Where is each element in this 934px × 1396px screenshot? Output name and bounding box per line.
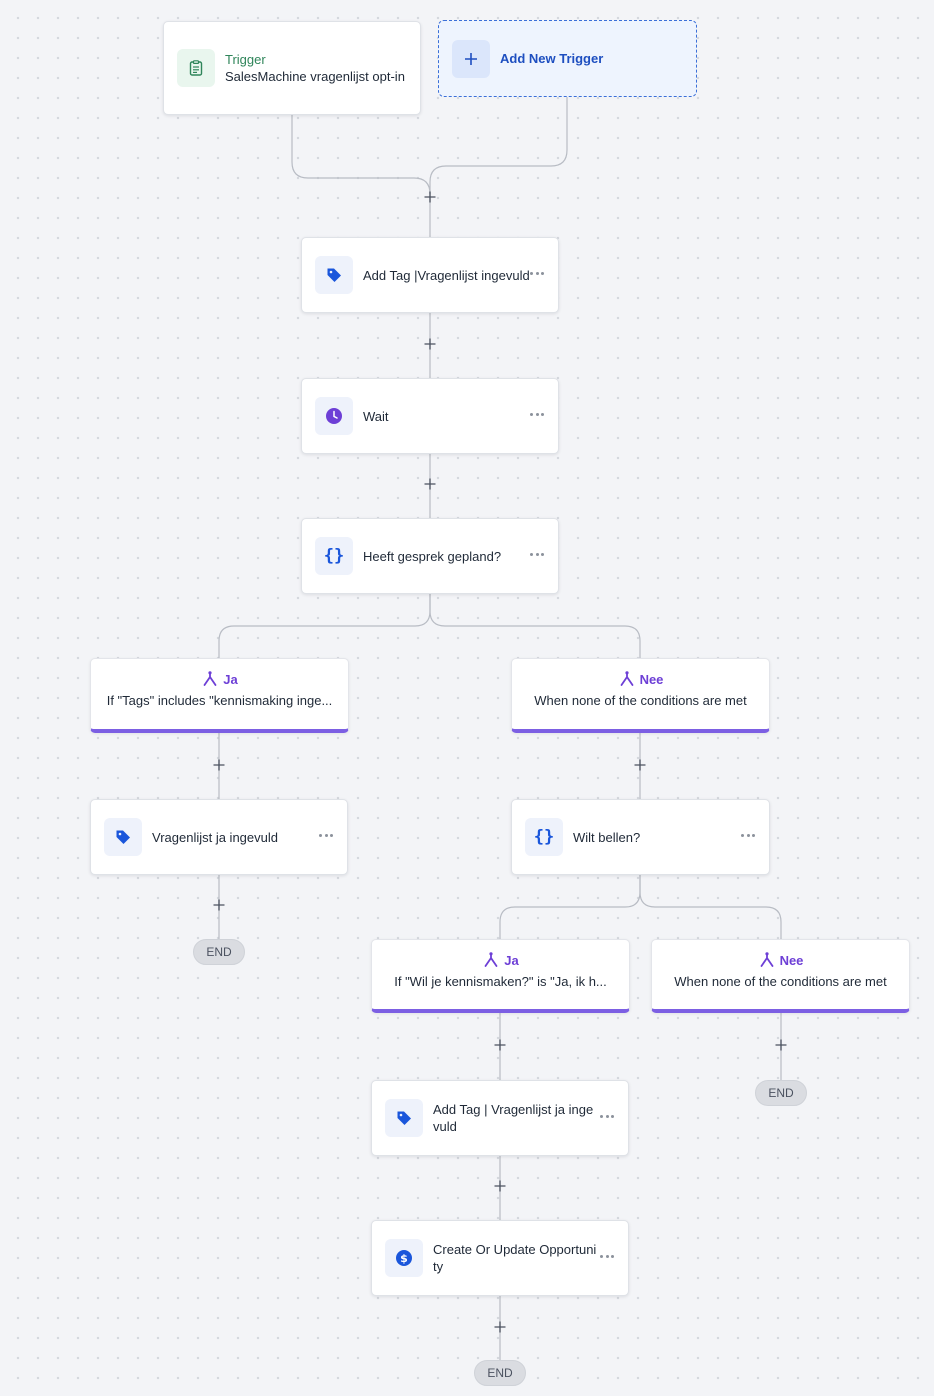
step-label: Add Tag |Vragenlijst ingevuld bbox=[363, 267, 530, 283]
branch-condition: When none of the conditions are met bbox=[534, 693, 747, 708]
step-wait[interactable]: Wait bbox=[301, 378, 559, 454]
branch-condition: If "Tags" includes "kennismaking inge... bbox=[106, 693, 333, 708]
more-options-icon[interactable] bbox=[530, 413, 544, 416]
add-step-button[interactable] bbox=[492, 1178, 508, 1194]
step-label: Create Or Update Opportunity bbox=[433, 1242, 597, 1274]
plus-icon bbox=[494, 1321, 506, 1333]
plus-icon bbox=[213, 899, 225, 911]
step-add-tag[interactable]: Add Tag | Vragenlijst ja ingevuld bbox=[371, 1080, 629, 1156]
add-step-button[interactable] bbox=[773, 1037, 789, 1053]
step-add-tag[interactable]: Vragenlijst ja ingevuld bbox=[90, 799, 348, 875]
step-label: Vragenlijst ja ingevuld bbox=[152, 829, 278, 845]
braces-icon: {} bbox=[315, 537, 353, 575]
clipboard-icon bbox=[177, 49, 215, 87]
branch-ja[interactable]: Ja If "Tags" includes "kennismaking inge… bbox=[90, 658, 349, 733]
more-options-icon[interactable] bbox=[600, 1255, 614, 1258]
tag-icon bbox=[104, 818, 142, 856]
branch-ja[interactable]: Ja If "Wil je kennismaken?" is "Ja, ik h… bbox=[371, 939, 630, 1013]
add-step-button[interactable] bbox=[492, 1319, 508, 1335]
more-options-icon[interactable] bbox=[600, 1115, 614, 1118]
step-label: Wilt bellen? bbox=[573, 829, 641, 845]
branch-name: Nee bbox=[779, 952, 804, 968]
step-condition[interactable]: {} Heeft gesprek gepland? bbox=[301, 518, 559, 594]
end-node: END bbox=[474, 1360, 526, 1386]
plus-icon bbox=[775, 1039, 787, 1051]
step-add-tag[interactable]: Add Tag |Vragenlijst ingevuld bbox=[301, 237, 559, 313]
plus-icon bbox=[424, 478, 436, 490]
step-condition[interactable]: {} Wilt bellen? bbox=[511, 799, 770, 875]
more-options-icon[interactable] bbox=[530, 553, 544, 556]
branch-condition: If "Wil je kennismaken?" is "Ja, ik h... bbox=[394, 974, 607, 989]
add-step-button[interactable] bbox=[422, 476, 438, 492]
plus-icon bbox=[634, 759, 646, 771]
more-options-icon[interactable] bbox=[530, 272, 544, 275]
step-opportunity[interactable]: $ Create Or Update Opportunity bbox=[371, 1220, 629, 1296]
dollar-icon: $ bbox=[385, 1239, 423, 1277]
add-step-button[interactable] bbox=[632, 757, 648, 773]
step-label: Add Tag | Vragenlijst ja ingevuld bbox=[433, 1102, 594, 1134]
branch-icon bbox=[203, 671, 217, 686]
trigger-card[interactable]: Trigger SalesMachine vragenlijst opt-in bbox=[163, 21, 421, 115]
add-new-trigger-button[interactable]: Add New Trigger bbox=[438, 20, 697, 97]
plus-icon bbox=[494, 1039, 506, 1051]
trigger-name: SalesMachine vragenlijst opt-in bbox=[225, 68, 405, 84]
add-step-button[interactable] bbox=[422, 189, 438, 205]
more-options-icon[interactable] bbox=[319, 834, 333, 837]
branch-name: Ja bbox=[223, 671, 238, 687]
add-step-button[interactable] bbox=[492, 1037, 508, 1053]
tag-icon bbox=[315, 256, 353, 294]
plus-icon bbox=[424, 338, 436, 350]
plus-icon bbox=[424, 191, 436, 203]
plus-icon bbox=[452, 39, 490, 78]
more-options-icon[interactable] bbox=[741, 834, 755, 837]
end-node: END bbox=[755, 1080, 807, 1106]
branch-icon bbox=[484, 952, 498, 967]
add-step-button[interactable] bbox=[211, 757, 227, 773]
add-step-button[interactable] bbox=[211, 897, 227, 913]
branch-nee[interactable]: Nee When none of the conditions are met bbox=[651, 939, 910, 1013]
branch-icon bbox=[760, 952, 773, 967]
step-label: Wait bbox=[363, 408, 389, 424]
plus-icon bbox=[494, 1180, 506, 1192]
plus-icon bbox=[213, 759, 225, 771]
branch-name: Nee bbox=[639, 671, 664, 687]
step-label: Heeft gesprek gepland? bbox=[363, 548, 502, 564]
add-new-trigger-label: Add New Trigger bbox=[500, 51, 604, 66]
branch-icon bbox=[620, 671, 633, 686]
tag-icon bbox=[385, 1099, 423, 1137]
braces-icon: {} bbox=[525, 818, 563, 856]
branch-name: Ja bbox=[504, 952, 519, 968]
branch-condition: When none of the conditions are met bbox=[674, 974, 887, 989]
svg-text:$: $ bbox=[400, 1252, 408, 1265]
add-step-button[interactable] bbox=[422, 336, 438, 352]
trigger-title: Trigger bbox=[225, 51, 266, 67]
branch-nee[interactable]: Nee When none of the conditions are met bbox=[511, 658, 770, 733]
end-node: END bbox=[193, 939, 245, 965]
clock-icon bbox=[315, 397, 353, 435]
